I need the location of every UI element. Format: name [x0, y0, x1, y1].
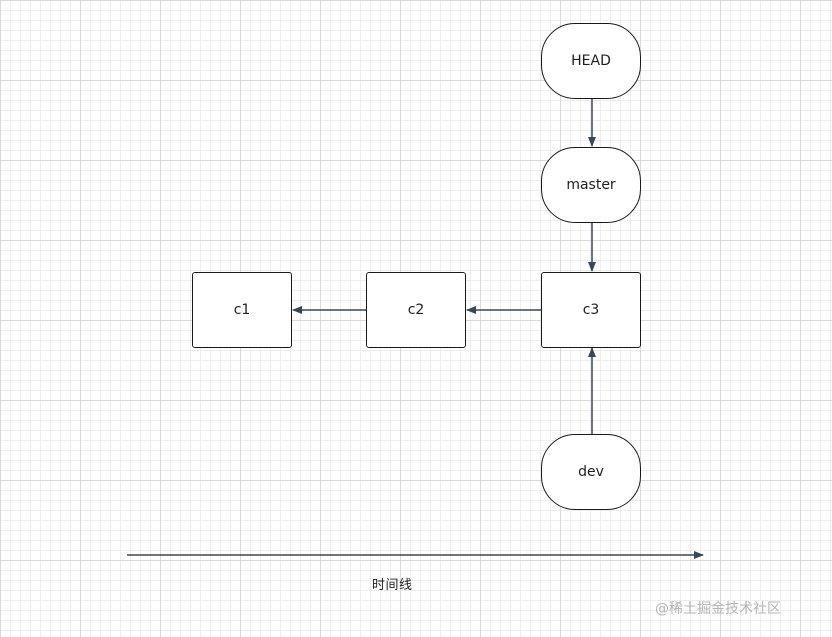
commit-c3-node: c3	[541, 272, 641, 348]
dev-branch-node: dev	[541, 434, 641, 510]
c1-label: c1	[233, 302, 251, 318]
timeline-label: 时间线	[372, 578, 413, 593]
watermark: @稀土掘金技术社区	[655, 601, 781, 617]
head-pointer-node: HEAD	[541, 23, 641, 99]
commit-c1-node: c1	[192, 272, 292, 348]
commit-c2-node: c2	[366, 272, 466, 348]
c3-label: c3	[582, 302, 600, 318]
master-branch-node: master	[541, 147, 641, 223]
master-label: master	[566, 177, 616, 193]
c2-label: c2	[407, 302, 425, 318]
head-label: HEAD	[571, 53, 611, 69]
dev-label: dev	[578, 464, 604, 480]
